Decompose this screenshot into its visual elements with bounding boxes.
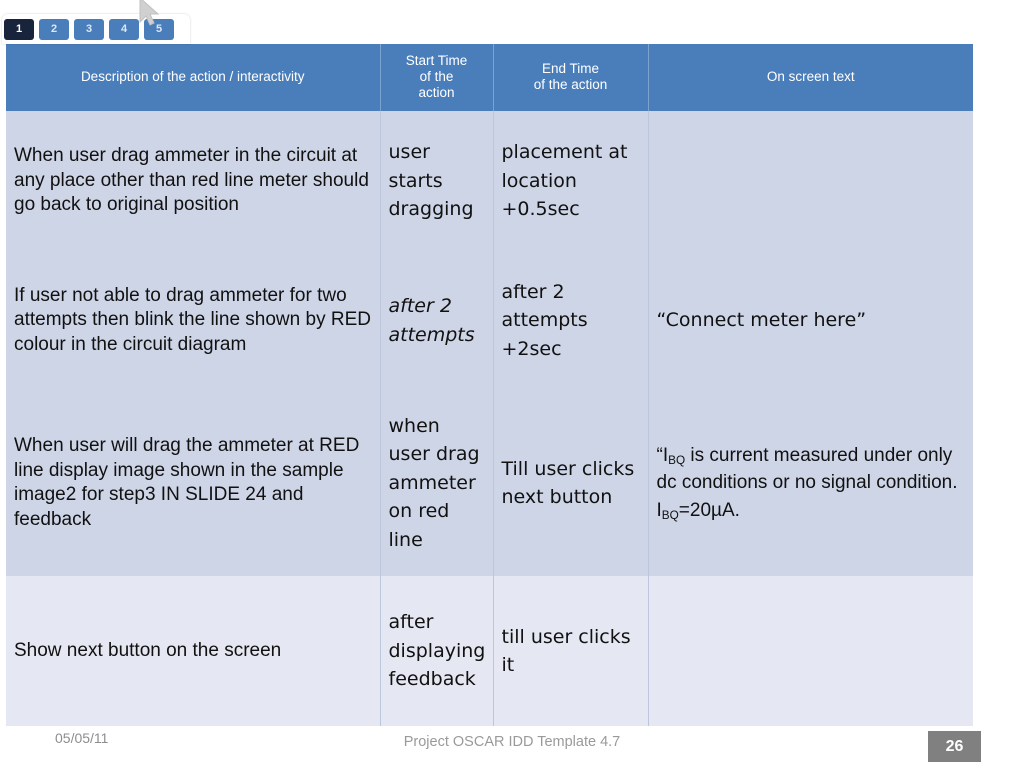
tab-list: 1 2 3 4 5 xyxy=(4,19,174,40)
tab-4[interactable]: 4 xyxy=(109,19,139,40)
cell-description: If user not able to drag ammeter for two… xyxy=(6,251,381,390)
tab-4-label: 4 xyxy=(120,23,128,35)
idd-action-table: Description of the action / interactivit… xyxy=(6,43,973,726)
table-row: Show next button on the screen after dis… xyxy=(6,576,973,726)
cell-on-screen-text xyxy=(648,576,973,726)
cell-start-time: after displaying feedback xyxy=(380,576,494,726)
cell-description: Show next button on the screen xyxy=(6,576,381,726)
cell-on-screen-text: “IBQ is current measured under only dc c… xyxy=(648,390,973,576)
cell-description: When user will drag the ammeter at RED l… xyxy=(6,390,381,576)
cell-start-time: user starts dragging xyxy=(380,111,494,251)
table-row: When user drag ammeter in the circuit at… xyxy=(6,111,973,251)
tab-5-label: 5 xyxy=(155,23,163,35)
start-time-line-3: action xyxy=(418,84,455,100)
end-time-line-1: End Time xyxy=(541,61,600,77)
cell-end-time: after 2 attempts +2sec xyxy=(493,251,649,390)
tab-3[interactable]: 3 xyxy=(74,19,104,40)
tab-1[interactable]: 1 xyxy=(4,19,34,40)
cell-on-screen-text xyxy=(648,111,973,251)
footer-date: 05/05/11 xyxy=(55,730,109,746)
cell-description: When user drag ammeter in the circuit at… xyxy=(6,111,381,251)
tab-2-label: 2 xyxy=(50,23,58,35)
column-header-description: Description of the action / interactivit… xyxy=(6,43,381,111)
tab-3-label: 3 xyxy=(85,23,93,35)
cell-on-screen-text: “Connect meter here” xyxy=(648,251,973,390)
column-header-on-screen-text: On screen text xyxy=(648,43,973,111)
page-number-badge: 26 xyxy=(928,731,981,762)
tab-5[interactable]: 5 xyxy=(144,19,174,40)
cell-end-time: Till user clicks next button xyxy=(493,390,649,576)
cell-end-time: till user clicks it xyxy=(493,576,649,726)
footer-title: Project OSCAR IDD Template 4.7 xyxy=(403,734,621,750)
column-header-end-time: End Time of the action xyxy=(493,43,649,111)
slide-footer: 05/05/11 Project OSCAR IDD Template 4.7 xyxy=(0,726,1024,768)
tab-1-label: 1 xyxy=(15,23,23,35)
tab-strip: 1 2 3 4 5 xyxy=(0,0,1024,44)
column-header-start-time: Start Time of the action xyxy=(380,43,494,111)
tab-2[interactable]: 2 xyxy=(39,19,69,40)
table-row: When user will drag the ammeter at RED l… xyxy=(6,390,973,576)
table-header-row: Description of the action / interactivit… xyxy=(6,43,973,111)
cell-start-time: when user drag ammeter on red line xyxy=(380,390,494,576)
start-time-line-1: Start Time xyxy=(405,53,468,69)
cell-end-time: placement at location +0.5sec xyxy=(493,111,649,251)
end-time-line-2: of the action xyxy=(533,77,608,92)
table-row: If user not able to drag ammeter for two… xyxy=(6,251,973,390)
start-time-line-2: of the xyxy=(419,69,454,85)
cell-start-time: after 2 attempts xyxy=(380,251,494,390)
